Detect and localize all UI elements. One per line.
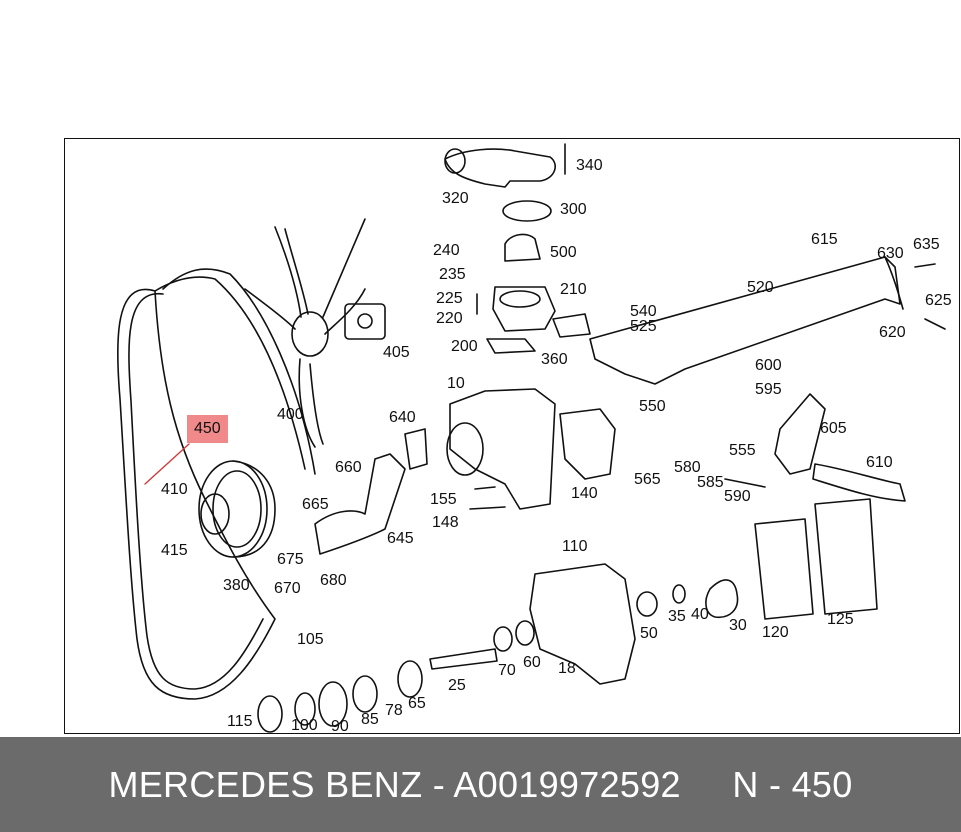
part-label: 635 xyxy=(913,236,940,253)
exploded-parts-drawing xyxy=(116,143,946,733)
part-label: 148 xyxy=(432,514,459,531)
part-label: 18 xyxy=(558,660,576,677)
part-label: 85 xyxy=(361,711,379,728)
part-label: 225 xyxy=(436,290,463,307)
part-label: 50 xyxy=(640,625,658,642)
part-label: 680 xyxy=(320,572,347,589)
part-label: 35 xyxy=(668,608,686,625)
highlighted-part-label[interactable]: 450 xyxy=(187,415,228,443)
part-label: 100 xyxy=(291,717,318,734)
part-label: 605 xyxy=(820,420,847,437)
part-label: 300 xyxy=(560,201,587,218)
part-label: 90 xyxy=(331,718,349,735)
part-label: 415 xyxy=(161,542,188,559)
part-label: 405 xyxy=(383,344,410,361)
pulley-drawing xyxy=(198,460,276,558)
belt-drawing xyxy=(116,268,316,700)
part-label: 645 xyxy=(387,530,414,547)
part-number: A0019972592 xyxy=(453,763,681,805)
footer-bar: MERCEDES BENZ - A0019972592 N - 450 xyxy=(0,737,961,832)
part-label: 660 xyxy=(335,459,362,476)
part-label: 140 xyxy=(571,485,598,502)
part-label: 500 xyxy=(550,244,577,261)
part-label: 25 xyxy=(448,677,466,694)
part-label: 555 xyxy=(729,442,756,459)
part-label: 235 xyxy=(439,266,466,283)
part-label: 110 xyxy=(562,538,588,555)
part-label: 210 xyxy=(560,281,587,298)
part-label: 400 xyxy=(277,406,304,423)
part-label: 60 xyxy=(523,654,541,671)
part-label: 670 xyxy=(274,580,301,597)
fan-drawing xyxy=(244,218,366,448)
part-label: 155 xyxy=(430,491,457,508)
part-label: 640 xyxy=(389,409,416,426)
position-prefix: N - xyxy=(732,763,782,805)
water-pump-drawing xyxy=(446,388,556,510)
part-label: 615 xyxy=(811,231,838,248)
part-label: 320 xyxy=(442,190,469,207)
part-label: 120 xyxy=(762,624,789,641)
part-label: 540 xyxy=(630,303,657,320)
part-label: 675 xyxy=(277,551,304,568)
part-label: 380 xyxy=(223,577,250,594)
part-label: 665 xyxy=(302,496,329,513)
part-label: 565 xyxy=(634,471,661,488)
part-label: 630 xyxy=(877,245,904,262)
part-label: 65 xyxy=(408,695,426,712)
part-label: 40 xyxy=(691,606,709,623)
part-label: 125 xyxy=(827,611,854,628)
part-label: 520 xyxy=(747,279,774,296)
part-label: 625 xyxy=(925,292,952,309)
brand-name: MERCEDES BENZ xyxy=(108,763,423,805)
part-label: 220 xyxy=(436,310,463,327)
part-label: 600 xyxy=(755,357,782,374)
diagram-frame: 340 320 300 240 235 500 225 220 210 200 … xyxy=(64,138,960,735)
part-label: 580 xyxy=(674,459,701,476)
part-label: 115 xyxy=(227,713,253,730)
part-label: 105 xyxy=(297,631,324,648)
part-label: 360 xyxy=(541,351,568,368)
part-label: 550 xyxy=(639,398,666,415)
part-label: 78 xyxy=(385,702,403,719)
part-label: 585 xyxy=(697,474,724,491)
part-label: 10 xyxy=(447,375,465,392)
part-label: 200 xyxy=(451,338,478,355)
part-label: 410 xyxy=(161,481,188,498)
part-label: 525 xyxy=(630,318,657,335)
part-label: 590 xyxy=(724,488,751,505)
part-label: 620 xyxy=(879,324,906,341)
footer-caption: MERCEDES BENZ - A0019972592 N - 450 xyxy=(108,764,852,806)
part-label: 240 xyxy=(433,242,460,259)
part-label: 595 xyxy=(755,381,782,398)
position-number: 450 xyxy=(791,763,853,805)
part-label: 70 xyxy=(498,662,516,679)
part-label: 340 xyxy=(576,157,603,174)
separator: - xyxy=(432,763,445,805)
part-label: 610 xyxy=(866,454,893,471)
part-label: 30 xyxy=(729,617,747,634)
